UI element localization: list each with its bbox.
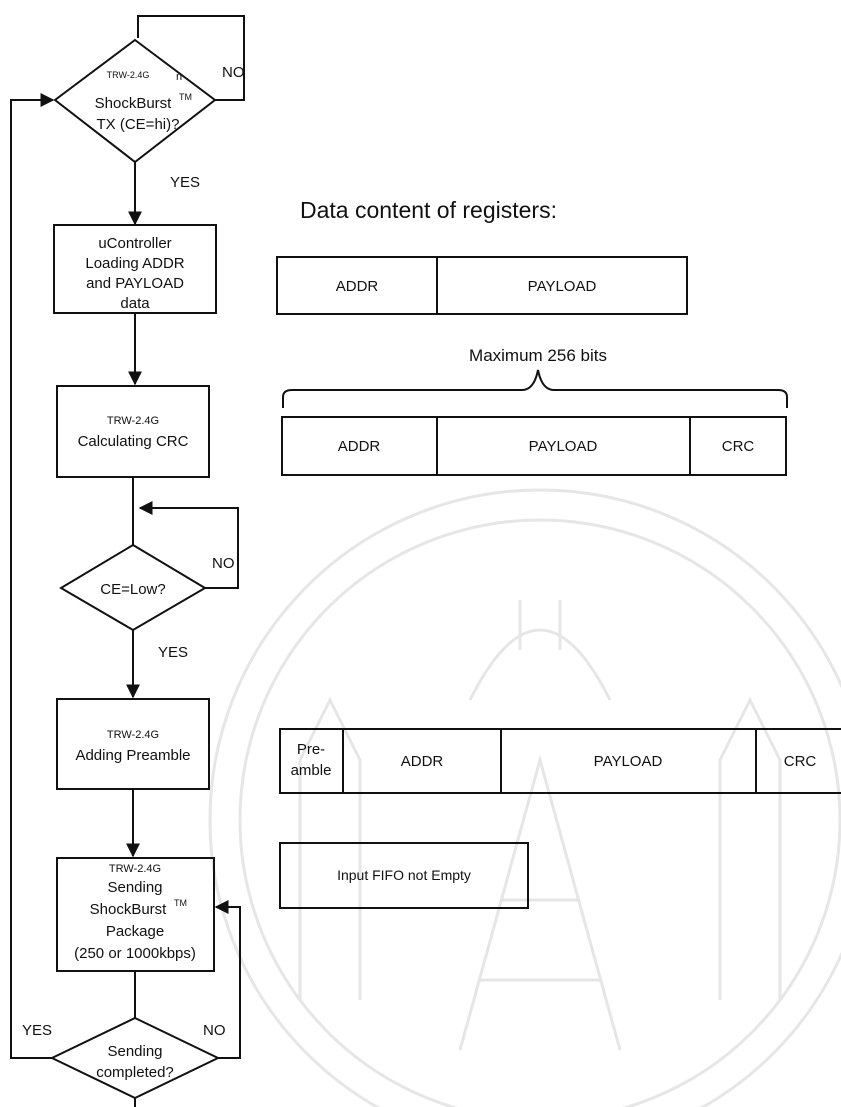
d2-no-loop bbox=[138, 501, 239, 589]
box-ucontroller-loading: uController Loading ADDR and PAYLOAD dat… bbox=[53, 224, 217, 314]
b1-l4: data bbox=[120, 295, 150, 312]
d1-tm: TM bbox=[179, 92, 192, 102]
register-row-preamble-addr-payload-crc: Pre- amble ADDR PAYLOAD CRC bbox=[279, 728, 841, 794]
row2-crc: CRC bbox=[722, 438, 755, 455]
box-adding-preamble: TRW-2.4G Adding Preamble bbox=[56, 698, 210, 790]
watermark-seal bbox=[208, 488, 841, 1107]
row3-crc: CRC bbox=[784, 753, 817, 770]
d2-no-label: NO bbox=[212, 555, 235, 572]
d1-yes-label: YES bbox=[170, 174, 200, 191]
b4-l2: ShockBurst bbox=[90, 901, 168, 918]
b4-tag: TRW-2.4G bbox=[109, 863, 161, 875]
decision-ce-low: CE=Low? bbox=[59, 543, 207, 632]
b2-tag: TRW-2.4G bbox=[107, 415, 159, 427]
d3-l1: Sending bbox=[107, 1043, 162, 1060]
b4-l4: (250 or 1000kbps) bbox=[74, 945, 196, 962]
max-bits-label: Maximum 256 bits bbox=[469, 346, 607, 365]
d3-l2: completed? bbox=[96, 1064, 174, 1081]
box-calculating-crc: TRW-2.4G Calculating CRC bbox=[56, 385, 210, 478]
row3-pre2: amble bbox=[291, 762, 332, 779]
b4-l1: Sending bbox=[107, 879, 162, 896]
decision-sending-completed: Sending completed? bbox=[49, 1016, 221, 1100]
d1-no-label: NO bbox=[222, 64, 245, 81]
d1-line2: TX (CE=hi)? bbox=[97, 116, 180, 133]
decision-shockburst-tx: TRW-2.4G n ShockBurst TM TX (CE=hi)? bbox=[53, 38, 217, 164]
d1-no-loop bbox=[137, 15, 245, 101]
box-sending-package: TRW-2.4G Sending ShockBurst TM Package (… bbox=[56, 857, 215, 972]
d2-yes-label: YES bbox=[158, 644, 188, 661]
d3-no-loop bbox=[214, 900, 241, 1059]
fifo-status-box: Input FIFO not Empty bbox=[279, 842, 529, 909]
d2-text: CE=Low? bbox=[100, 581, 165, 598]
b4-l3: Package bbox=[106, 923, 164, 940]
register-row-addr-payload: ADDR PAYLOAD bbox=[276, 256, 688, 315]
b1-l3: and PAYLOAD bbox=[86, 275, 184, 292]
row3-pre1: Pre- bbox=[297, 741, 325, 758]
row2-payload: PAYLOAD bbox=[529, 438, 598, 455]
row3-addr: ADDR bbox=[401, 753, 444, 770]
b1-l2: Loading ADDR bbox=[85, 255, 184, 272]
d1-line1: ShockBurst bbox=[95, 95, 173, 112]
d1-tag: TRW-2.4G bbox=[107, 70, 150, 80]
b1-l1: uController bbox=[98, 235, 171, 252]
registers-title: Data content of registers: bbox=[300, 197, 557, 223]
register-row-addr-payload-crc: ADDR PAYLOAD CRC bbox=[281, 416, 787, 476]
row1-addr: ADDR bbox=[336, 278, 379, 295]
row1-payload: PAYLOAD bbox=[528, 278, 597, 295]
b3-tag: TRW-2.4G bbox=[107, 729, 159, 741]
b3-l1: Adding Preamble bbox=[75, 747, 190, 764]
row3-payload: PAYLOAD bbox=[594, 753, 663, 770]
row2-addr: ADDR bbox=[338, 438, 381, 455]
max-bits-brace bbox=[282, 369, 788, 408]
fifo-label: Input FIFO not Empty bbox=[337, 867, 471, 883]
d1-sup: n bbox=[176, 71, 182, 83]
d3-yes-label: YES bbox=[22, 1022, 52, 1039]
b2-l1: Calculating CRC bbox=[78, 433, 189, 450]
b4-tm: TM bbox=[174, 898, 187, 908]
d3-yes-loop bbox=[10, 93, 55, 1059]
d3-no-label: NO bbox=[203, 1022, 226, 1039]
